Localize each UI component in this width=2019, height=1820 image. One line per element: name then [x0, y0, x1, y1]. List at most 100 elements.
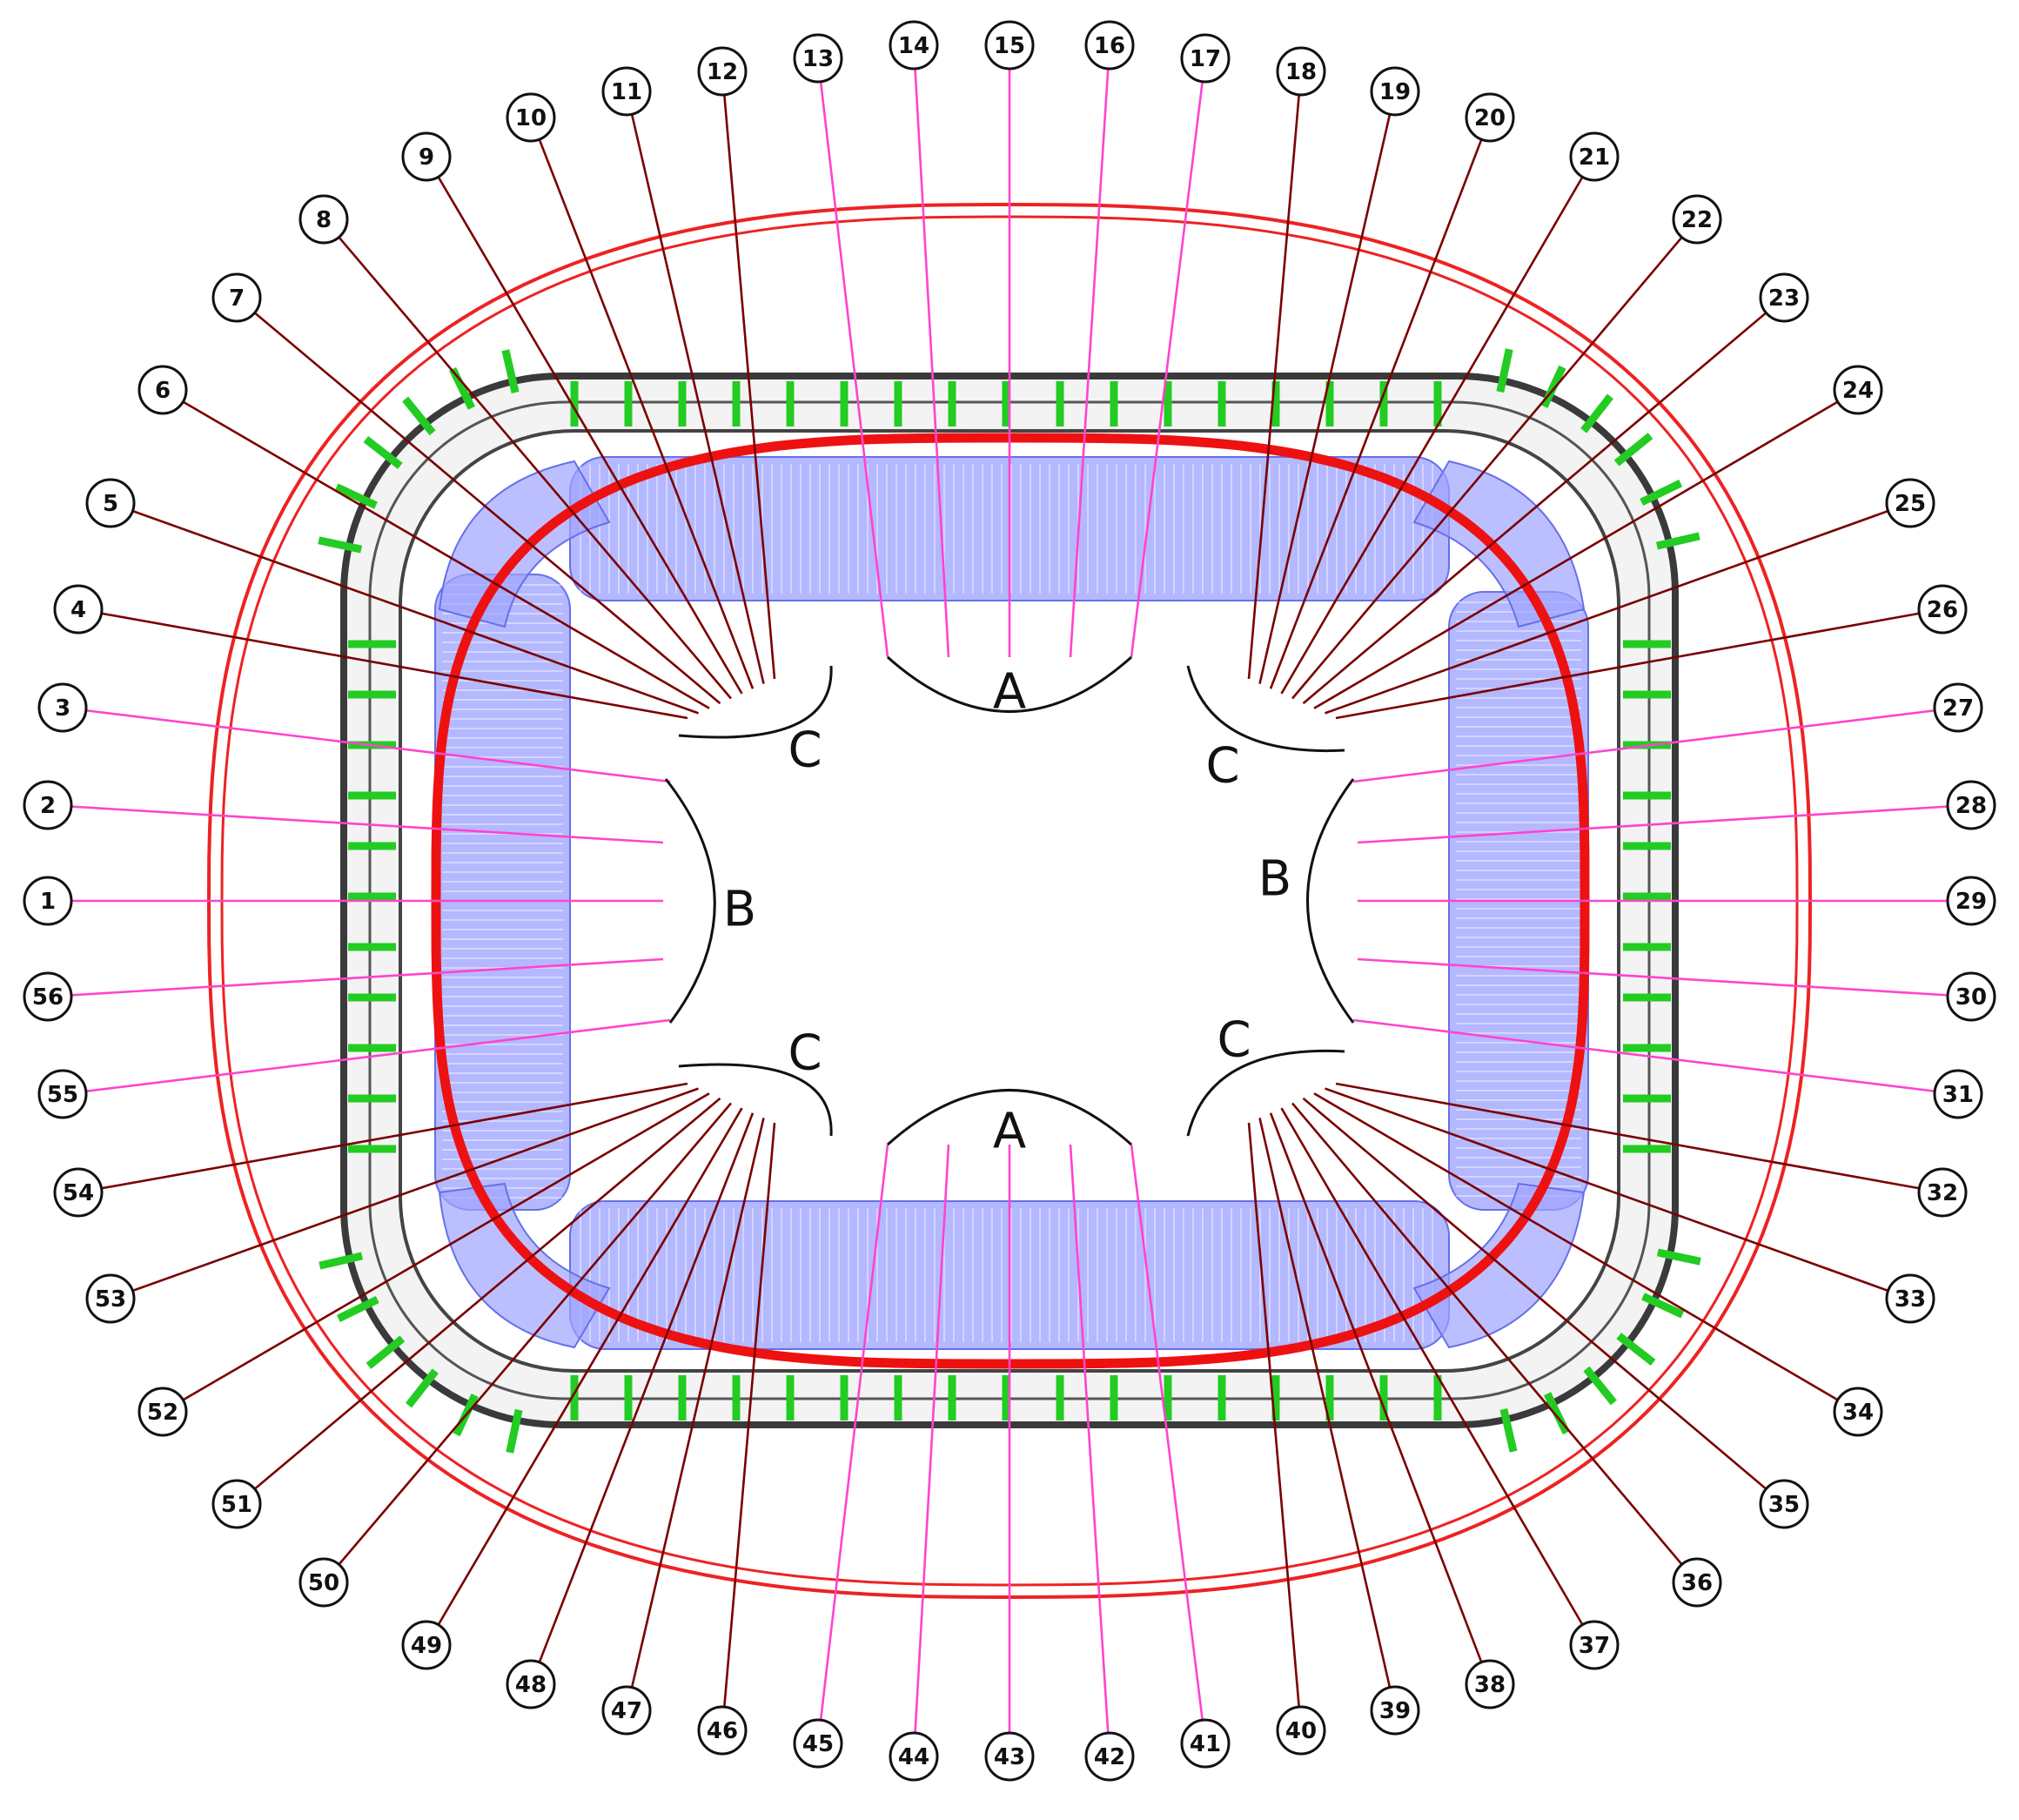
- leader-line-51: [236, 1097, 721, 1505]
- sensor-circle-28: [1946, 780, 1996, 830]
- sensor-number-43: 43: [994, 1744, 1025, 1770]
- sensor-marker-45: 45: [793, 1718, 843, 1769]
- sensor-circle-47: [601, 1685, 652, 1736]
- sensor-circle-14: [889, 20, 939, 71]
- sensor-marker-46: 46: [697, 1705, 748, 1756]
- leader-line-4: [77, 608, 688, 720]
- sensor-marker-33: 33: [1885, 1273, 1935, 1324]
- structure-band-line: [368, 400, 1651, 1400]
- sensor-marker-40: 40: [1276, 1705, 1326, 1756]
- sensor-circle-13: [793, 33, 843, 84]
- sensor-circle-36: [1672, 1557, 1722, 1608]
- sensor-number-30: 30: [1955, 984, 1987, 1011]
- roof-ribs: [318, 348, 1701, 1454]
- leader-line-13: [816, 57, 889, 658]
- sensor-number-47: 47: [611, 1698, 642, 1724]
- arc-zone-A-bottom: [887, 1089, 1132, 1146]
- zone-label-C-bottom-right: C: [1217, 1012, 1251, 1069]
- sensor-number-31: 31: [1942, 1082, 1974, 1108]
- sensor-number-56: 56: [32, 984, 64, 1011]
- sensor-circle-54: [53, 1167, 104, 1218]
- sensor-number-39: 39: [1379, 1698, 1411, 1724]
- roof-rib-66: [1613, 433, 1653, 467]
- sensor-circle-2: [23, 780, 73, 830]
- leader-line-9: [425, 156, 743, 695]
- sensor-number-25: 25: [1895, 491, 1926, 517]
- leader-line-39: [1258, 1118, 1397, 1711]
- sensor-marker-56: 56: [23, 971, 73, 1022]
- zone-label-A-top: A: [993, 664, 1026, 721]
- sensor-circle-27: [1933, 682, 1983, 733]
- sensor-circle-1: [23, 876, 73, 926]
- sensor-number-54: 54: [63, 1180, 94, 1206]
- sensor-circle-6: [138, 365, 188, 415]
- arc-zone-C-top-right: [1186, 665, 1345, 753]
- roof-rib-71: [405, 1368, 439, 1408]
- leader-line-55: [62, 1018, 671, 1096]
- sensor-marker-49: 49: [401, 1620, 452, 1670]
- sensor-circle-38: [1465, 1659, 1515, 1709]
- sensor-marker-39: 39: [1370, 1685, 1420, 1736]
- leader-line-35: [1302, 1097, 1785, 1505]
- sensor-circle-15: [984, 20, 1035, 71]
- sensor-circle-21: [1569, 131, 1620, 182]
- sensor-circle-5: [85, 478, 136, 528]
- sensor-marker-18: 18: [1276, 46, 1326, 97]
- sensor-circle-45: [793, 1718, 843, 1769]
- leader-line-37: [1280, 1107, 1596, 1646]
- sensor-number-1: 1: [40, 889, 56, 915]
- zone-label-C-top-right: C: [1205, 738, 1239, 795]
- leader-line-53: [110, 1087, 699, 1300]
- sensor-circle-46: [697, 1705, 748, 1756]
- sensor-marker-35: 35: [1759, 1479, 1809, 1529]
- leader-line-41: [1130, 1144, 1207, 1744]
- sensor-marker-55: 55: [37, 1069, 88, 1119]
- sensor-marker-3: 3: [37, 682, 88, 733]
- leader-line-38: [1269, 1112, 1492, 1685]
- leader-line-42: [1069, 1144, 1111, 1757]
- sensor-number-19: 19: [1379, 79, 1411, 105]
- sensor-group-arcs: [664, 655, 1355, 1146]
- leader-line-40: [1247, 1122, 1303, 1731]
- sensor-marker-23: 23: [1759, 272, 1809, 323]
- sensor-number-45: 45: [802, 1731, 834, 1757]
- stand-west: [434, 574, 571, 1211]
- sensor-marker-16: 16: [1084, 20, 1135, 71]
- sensor-number-17: 17: [1190, 46, 1221, 72]
- leader-line-32: [1335, 1082, 1943, 1194]
- sensor-circle-52: [138, 1387, 188, 1437]
- leader-line-44: [912, 1144, 950, 1757]
- sensor-number-5: 5: [103, 491, 118, 517]
- sensor-leader-lines: [47, 44, 1972, 1757]
- sensor-circle-33: [1885, 1273, 1935, 1324]
- sensor-number-35: 35: [1768, 1492, 1800, 1518]
- roof-rib-64: [1540, 365, 1566, 408]
- sensor-number-32: 32: [1927, 1180, 1958, 1206]
- sensor-marker-12: 12: [697, 46, 748, 97]
- sensor-circle-50: [298, 1557, 349, 1608]
- sensor-marker-10: 10: [506, 92, 556, 143]
- sensor-marker-21: 21: [1569, 131, 1620, 182]
- sensor-circle-48: [506, 1659, 556, 1709]
- sensor-marker-36: 36: [1672, 1557, 1722, 1608]
- roof-rib-79: [1543, 1392, 1570, 1435]
- sensor-number-48: 48: [515, 1672, 547, 1698]
- sensor-marker-52: 52: [138, 1387, 188, 1437]
- sensor-circle-35: [1759, 1479, 1809, 1529]
- sensor-marker-13: 13: [793, 33, 843, 84]
- sensor-number-4: 4: [70, 597, 86, 623]
- sensor-marker-44: 44: [889, 1731, 939, 1782]
- sensor-circle-42: [1084, 1731, 1135, 1782]
- seating-stands: [434, 456, 1589, 1350]
- sensor-marker-7: 7: [211, 272, 262, 323]
- structure-inner-edge: [399, 429, 1620, 1373]
- roof-rib-58: [334, 483, 378, 509]
- sensor-circle-7: [211, 272, 262, 323]
- leader-line-56: [47, 957, 664, 998]
- sensor-circle-37: [1569, 1620, 1620, 1670]
- roof-rib-65: [1580, 393, 1614, 433]
- leader-line-25: [1325, 501, 1911, 715]
- sensor-circle-11: [601, 66, 652, 117]
- sensor-circle-20: [1465, 92, 1515, 143]
